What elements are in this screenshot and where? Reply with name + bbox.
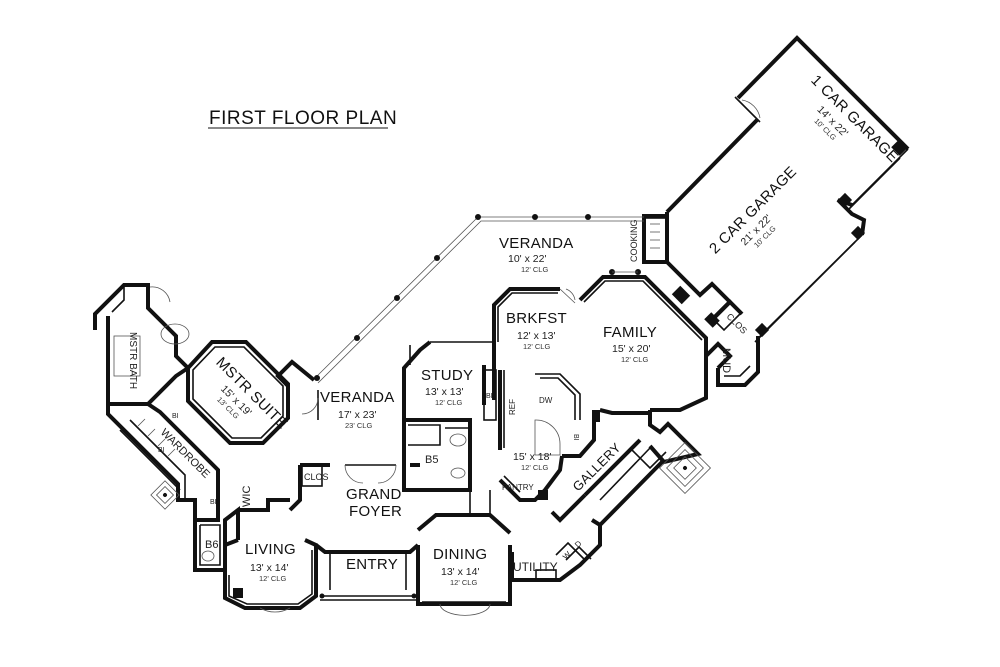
bi-label-wardrobe: BI	[210, 499, 217, 506]
veranda-side-clg: 23' CLG	[345, 421, 372, 430]
veranda-side-dim: 17' x 23'	[338, 409, 376, 421]
living-clg: 12' CLG	[259, 574, 286, 583]
fireplace-right	[658, 441, 712, 495]
family-dim: 15' x 20'	[612, 343, 650, 355]
pantry-label: PANTRY	[502, 483, 534, 492]
veranda-back-clg: 12' CLG	[521, 265, 548, 274]
fireplace-left	[150, 480, 180, 510]
mstr-bath-name: MSTR BATH	[127, 332, 138, 389]
bi-label-study: BI	[486, 393, 493, 400]
living-dim: 13' x 14'	[250, 562, 288, 574]
study-clg: 12' CLG	[435, 398, 462, 407]
brkfst-name: BRKFST	[506, 310, 567, 327]
veranda-back-structure	[313, 214, 644, 384]
veranda-back-name: VERANDA	[499, 235, 574, 252]
ref-label: REF	[508, 399, 517, 415]
dw-label: DW	[539, 396, 553, 405]
main-walls: CLOS	[93, 275, 760, 616]
family-clg: 12' CLG	[621, 355, 648, 364]
bi-label-suite-a: BI	[172, 413, 179, 420]
kitchen-dim: 15' x 18'	[513, 451, 551, 463]
study-name: STUDY	[421, 367, 473, 384]
dining-name: DINING	[433, 546, 487, 563]
family-name: FAMILY	[603, 324, 657, 341]
plan-title: FIRST FLOOR PLAN	[209, 108, 397, 129]
b5-label: B5	[425, 454, 438, 466]
kitchen-clg: 12' CLG	[521, 463, 548, 472]
dining-clg: 12' CLG	[450, 578, 477, 587]
utility-name: UTILITY	[513, 560, 558, 574]
study-dim: 13' x 13'	[425, 386, 463, 398]
b6-label: B6	[205, 539, 218, 551]
grand-foyer-line-2: FOYER	[349, 503, 402, 520]
entry-name: ENTRY	[346, 556, 398, 573]
veranda-back-dim: 10' x 22'	[508, 253, 546, 265]
clos-label-garage: CLOS	[725, 311, 749, 335]
cooking-label: COOKING	[629, 219, 639, 262]
bi-label-kitchen: BI	[572, 434, 579, 441]
living-name: LIVING	[245, 541, 296, 558]
veranda-side-name: VERANDA	[320, 389, 395, 406]
dryer-label: D	[573, 539, 584, 550]
dining-dim: 13' x 14'	[441, 566, 479, 578]
washer-label: W	[561, 549, 573, 561]
brkfst-dim: 12' x 13'	[517, 330, 555, 342]
wic-label: WIC	[241, 486, 253, 507]
grand-foyer-line-1: GRAND	[346, 486, 402, 503]
clos-label-foyer: CLOS	[304, 472, 329, 482]
brkfst-clg: 12' CLG	[523, 342, 550, 351]
bi-label-suite-b: BI	[158, 447, 165, 454]
mud-name: MUD	[720, 348, 732, 373]
